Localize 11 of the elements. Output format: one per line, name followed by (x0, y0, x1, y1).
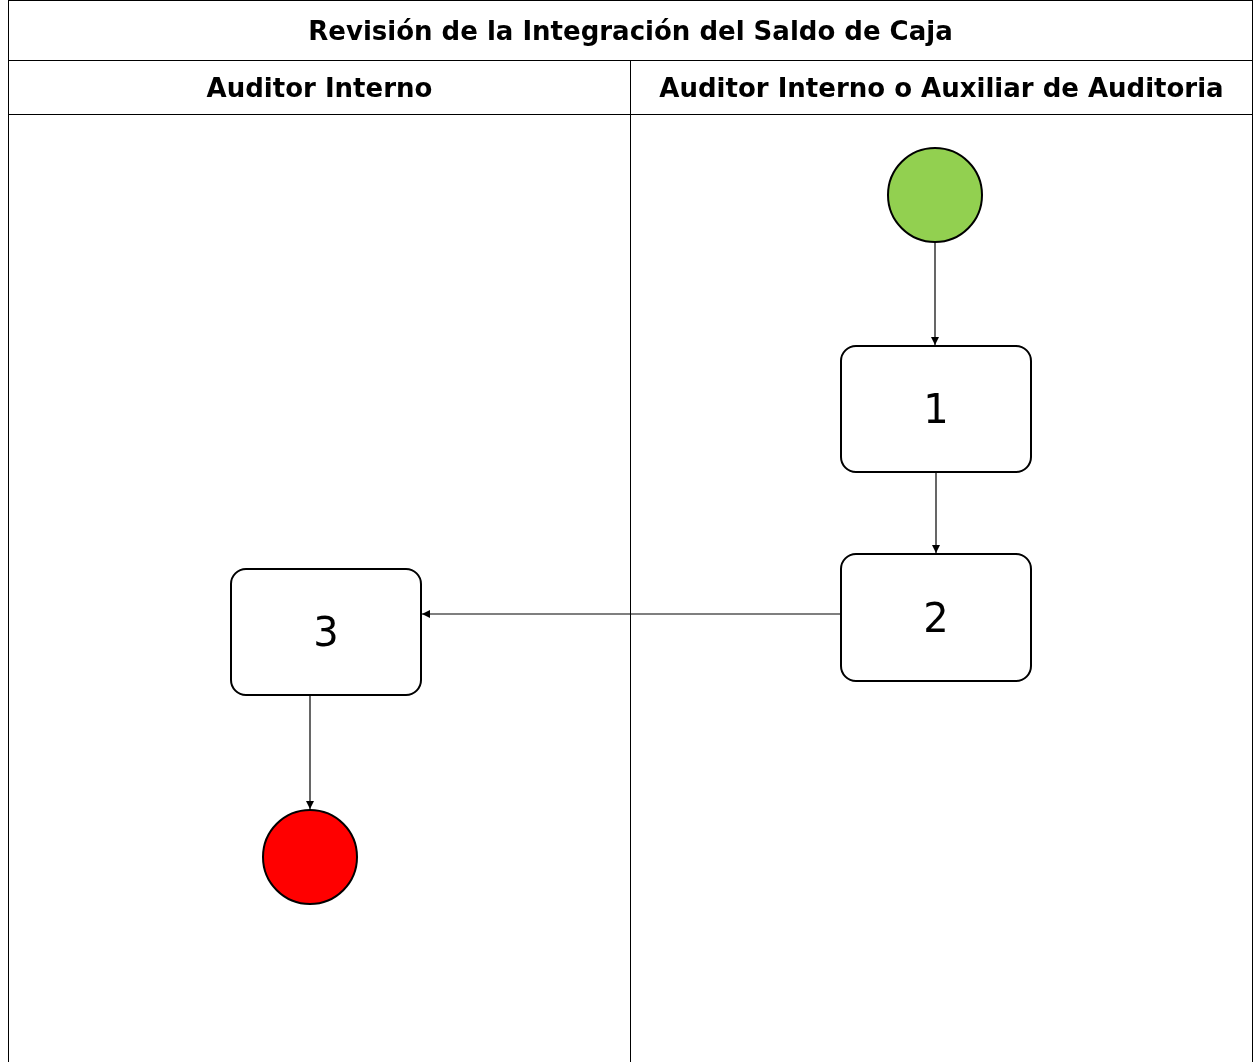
arrow (306, 695, 314, 810)
swimlane (8, 60, 631, 1062)
process-box: 1 (840, 345, 1032, 473)
arrow (932, 472, 940, 554)
lane-header: Auditor Interno o Auxiliar de Auditoria (631, 61, 1252, 115)
process-box: 2 (840, 553, 1032, 682)
arrow (931, 242, 939, 346)
arrow (421, 610, 841, 618)
lane-header: Auditor Interno (9, 61, 630, 115)
process-box: 3 (230, 568, 422, 696)
swimlane (631, 60, 1253, 1062)
